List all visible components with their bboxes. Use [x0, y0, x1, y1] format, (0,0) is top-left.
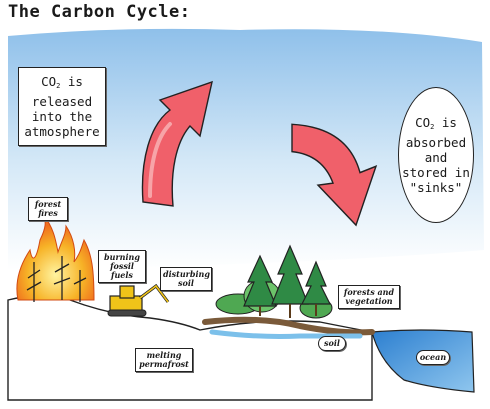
excavator: [107, 283, 170, 317]
burning-fossil-fuels-label: burning fossil fuels: [98, 250, 146, 283]
ocean-label: ocean: [416, 350, 450, 365]
absorb-arrow: [291, 123, 378, 227]
sky: [8, 28, 484, 270]
page-title: The Carbon Cycle:: [8, 2, 191, 22]
soil-band: [202, 316, 375, 336]
release-arrow: [141, 80, 213, 207]
forest: [215, 244, 333, 319]
forest-fires-label: forest fires: [28, 197, 68, 221]
released-label: CO2 is released into the atmosphere: [18, 67, 106, 146]
disturbing-soil-label: disturbing soil: [160, 267, 212, 291]
forests-vegetation-label: forests and vegetation: [338, 285, 400, 309]
soil-label: soil: [318, 336, 346, 351]
absorbed-label: CO2 is absorbed and stored in "sinks": [398, 87, 474, 223]
melting-permafrost-label: melting permafrost: [135, 348, 193, 372]
forest-fire: [16, 215, 95, 302]
